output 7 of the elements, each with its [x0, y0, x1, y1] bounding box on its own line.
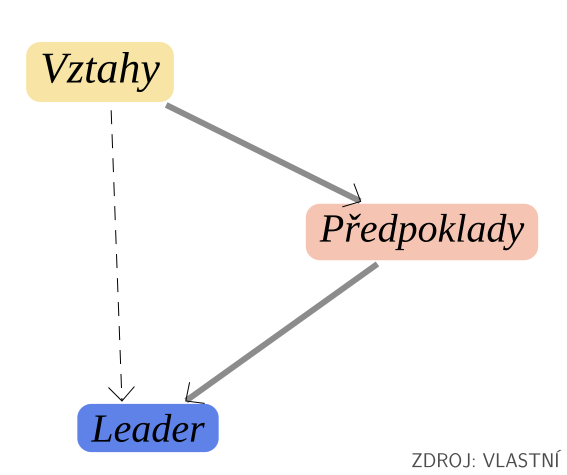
word-blob: Vztahy — [26, 42, 174, 102]
arrow — [108, 110, 135, 402]
arrow — [164, 102, 362, 208]
source-note: ZDROJ: VLASTNÍ — [412, 450, 562, 468]
arrow — [184, 261, 380, 404]
word-blob: Leader — [77, 404, 219, 452]
word-blob: Předpoklady — [306, 204, 538, 260]
